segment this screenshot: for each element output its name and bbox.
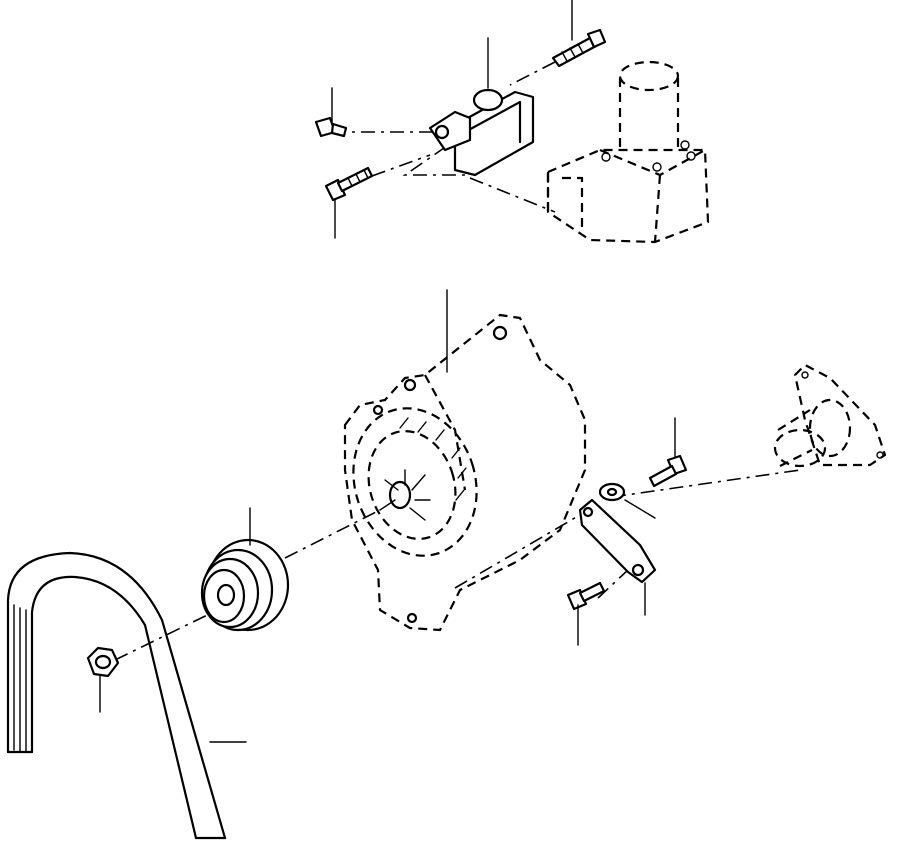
callout-leaders xyxy=(99,0,676,743)
thermostat-housing xyxy=(546,60,710,244)
pulley-nut xyxy=(86,646,120,678)
assembly-line-nut-pulley xyxy=(114,599,239,661)
housing-outlet-pipe xyxy=(618,60,680,92)
bracket-plate-inner xyxy=(463,100,522,144)
belt-ribs xyxy=(13,604,27,753)
alternator-mount-hole-left xyxy=(403,378,417,392)
washer-ring xyxy=(598,482,626,502)
alternator-shaft xyxy=(388,480,412,510)
alternator-mount-hole-bottom xyxy=(406,612,418,624)
bolt-thread-lower xyxy=(347,169,369,187)
alternator-mount-hole-top xyxy=(492,325,508,341)
assembly-line-alternator-link xyxy=(454,511,586,589)
assembly-lines xyxy=(114,61,801,661)
washer xyxy=(598,482,626,502)
mounting-flange xyxy=(773,363,887,468)
housing-front-edge xyxy=(653,174,662,243)
housing-bolt-3 xyxy=(686,151,696,161)
nut-bore xyxy=(94,654,112,670)
pulley-bore xyxy=(216,583,236,607)
alternator-mount-hole-front xyxy=(372,404,384,416)
pulley xyxy=(200,538,290,632)
bracket-ear xyxy=(428,110,472,152)
bolt-thread-top xyxy=(561,43,584,62)
flange-shaft xyxy=(777,409,813,467)
link-bolt xyxy=(648,454,688,488)
bolt-shank-small xyxy=(330,122,348,138)
pulley-hub xyxy=(202,568,246,624)
washer-hole xyxy=(606,487,618,497)
bracket xyxy=(428,88,535,177)
link-strap xyxy=(578,498,657,584)
drive-belt xyxy=(6,551,227,840)
assembly-line-bracket-rear xyxy=(402,129,471,176)
adjusting-link xyxy=(578,498,657,584)
bolt-shank-lower xyxy=(336,166,374,193)
flange-shaft-housing xyxy=(808,398,852,458)
bolt-shank-top xyxy=(551,36,598,68)
assembly-line-lower-bolt-link xyxy=(597,569,629,599)
alternator-cooling-fins xyxy=(399,417,467,501)
alternator xyxy=(343,313,587,632)
alternator-housing-ridge xyxy=(424,374,467,491)
assembly-line-washer-flange xyxy=(611,469,801,498)
link-bolt-shank xyxy=(648,464,678,488)
alternator-fan xyxy=(367,430,457,540)
housing-bolt-1 xyxy=(601,152,611,162)
assembly-line-top-bolt xyxy=(509,61,556,86)
alternator-front-cover xyxy=(352,407,478,557)
assembly-line-pulley-shaft xyxy=(284,509,381,559)
alternator-body xyxy=(343,313,587,632)
housing-bolt-2 xyxy=(652,162,662,172)
housing-lug xyxy=(562,176,584,232)
belt-outer-edge xyxy=(6,551,227,840)
lower-bolt-shank xyxy=(578,581,606,603)
flange-hole-top xyxy=(801,371,809,379)
lower-bolt xyxy=(566,581,606,611)
assembly-line-lower-bolt xyxy=(371,154,431,177)
bracket-boss xyxy=(472,88,504,112)
flange-hole-right xyxy=(876,451,884,459)
housing-bolt-4 xyxy=(680,140,690,150)
bracket-bolt-lower xyxy=(324,166,374,202)
bracket-plate xyxy=(453,90,535,177)
flange-boss xyxy=(773,428,827,468)
belt-inner-edge xyxy=(30,575,198,840)
leader-washer xyxy=(624,499,656,519)
housing-body-outline xyxy=(546,148,710,244)
bracket-bolt-top xyxy=(551,28,607,68)
housing-top-edge xyxy=(599,148,706,177)
nut-hex xyxy=(86,646,120,678)
link-hole-top xyxy=(582,506,594,518)
link-hole-bottom xyxy=(631,563,645,577)
assembly-line-bracket-housing xyxy=(469,177,556,213)
alternator-fan-blades xyxy=(379,469,431,521)
bracket-ear-hole xyxy=(434,124,450,140)
flange-plate xyxy=(793,363,887,467)
bracket-bolt-small xyxy=(314,116,348,138)
bolt-head-top xyxy=(586,28,607,49)
